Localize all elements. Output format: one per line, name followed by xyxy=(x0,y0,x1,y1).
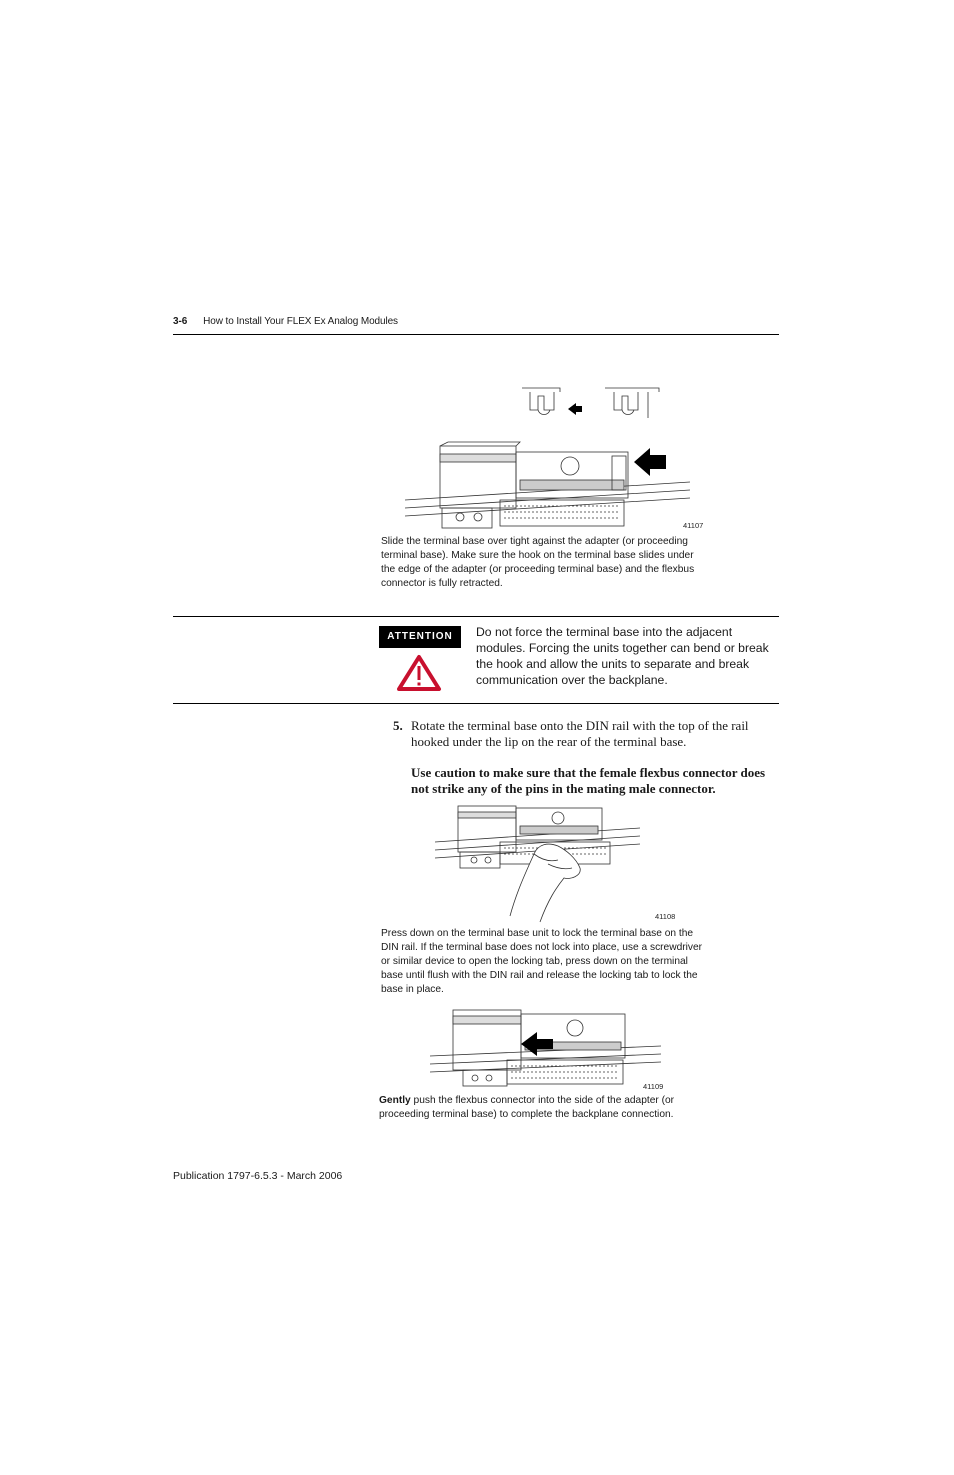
attention-top-rule xyxy=(173,616,779,617)
running-header: 3-6 How to Install Your FLEX Ex Analog Mo… xyxy=(173,316,398,327)
figure-number: 41108 xyxy=(655,912,676,921)
figure-caption: Gently push the flexbus connector into t… xyxy=(379,1094,709,1122)
figure-number: 41107 xyxy=(683,521,704,530)
attention-label: ATTENTION xyxy=(379,626,461,648)
page-number: 3-6 xyxy=(173,316,188,327)
figure-number: 41109 xyxy=(643,1082,664,1091)
step-text: Rotate the terminal base onto the DIN ra… xyxy=(411,718,749,749)
figure-41107-illustration xyxy=(404,387,691,529)
attention-text: Do not force the terminal base into the … xyxy=(476,625,769,687)
figure-caption: Slide the terminal base over tight again… xyxy=(381,536,695,589)
step-caution: Use caution to make sure that the female… xyxy=(411,765,766,796)
figure-caption: Press down on the terminal base unit to … xyxy=(381,928,703,995)
warning-triangle-icon xyxy=(397,655,441,691)
chapter-title: How to Install Your FLEX Ex Analog Modul… xyxy=(203,316,398,327)
caption-text: push the flexbus connector into the side… xyxy=(379,1095,675,1120)
header-rule xyxy=(173,334,779,335)
step-number: 5. xyxy=(393,718,403,733)
attention-bottom-rule xyxy=(173,703,779,704)
caption-emphasis: Gently xyxy=(379,1095,411,1106)
figure-41108-illustration xyxy=(434,805,641,923)
publication-footer: Publication 1797-6.5.3 - March 2006 xyxy=(173,1170,343,1182)
figure-41109-illustration xyxy=(429,1009,662,1087)
